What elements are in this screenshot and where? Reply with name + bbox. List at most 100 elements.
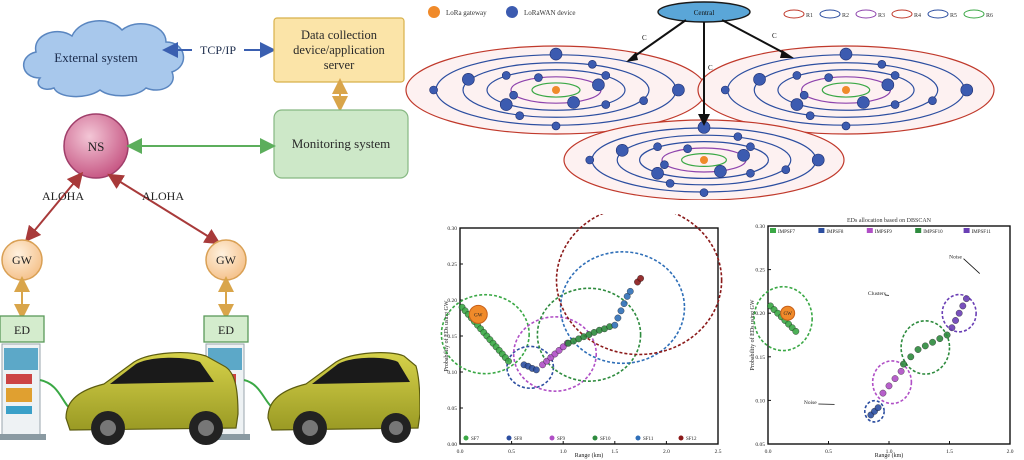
x-tick-label: 1.5 [946, 449, 953, 455]
topology-cluster [405, 45, 707, 135]
annotation-label: Noise [804, 400, 817, 406]
data-point [929, 338, 936, 346]
lorawan-device-icon [733, 132, 743, 141]
lorawan-device-icon [877, 59, 887, 69]
data-point [792, 327, 800, 335]
ring-legend-label: R4 [914, 13, 921, 19]
device-legend-icon [506, 6, 518, 18]
lorawan-device-icon [601, 100, 611, 109]
cluster-circle [871, 360, 913, 405]
data-point [879, 389, 887, 397]
gateway-marker [468, 304, 488, 324]
y-tick-label: 0.15 [447, 334, 457, 340]
lorawan-device-icon [857, 96, 870, 109]
x-axis-label: Range (km) [875, 452, 904, 459]
legend-label: IMPSF10 [923, 230, 943, 235]
legend-label: IMPSF7 [778, 230, 795, 235]
lorawan-device-icon [746, 168, 755, 178]
cluster-circle [863, 399, 885, 423]
lorawan-device-icon [588, 59, 597, 69]
cluster-circle [753, 285, 813, 352]
legend-label: IMPSF9 [875, 230, 892, 235]
x-tick-label: 1.5 [611, 449, 618, 455]
legend-swatch [963, 228, 970, 233]
legend-label: IMPSF8 [826, 230, 843, 235]
data-point [914, 346, 922, 353]
data-point [936, 335, 944, 343]
ns-label: NS [88, 139, 105, 154]
x-tick-label: 1.0 [560, 449, 567, 455]
annotation-label: Clusters [868, 291, 886, 297]
lorawan-device-icon [805, 111, 815, 121]
lora-gateway-icon [700, 156, 708, 164]
lorawan-device-icon [501, 71, 511, 80]
aloha-right-arrow [107, 173, 221, 245]
lorawan-device-icon [534, 73, 543, 82]
annotation-label: Noise [949, 255, 962, 261]
lorawan-device-icon [592, 78, 605, 92]
data-point [505, 357, 512, 365]
gw-right-label: GW [216, 253, 237, 267]
lorawan-device-icon [928, 96, 937, 105]
y-tick-label: 0.10 [755, 398, 765, 404]
lorawan-device-icon [509, 90, 518, 100]
x-tick-label: 2.0 [663, 449, 670, 455]
y-tick-label: 0.20 [447, 298, 457, 304]
legend-swatch [866, 228, 873, 233]
network-diagram: External system TCP/IP Data collection d… [0, 17, 420, 445]
lorawan-device-icon [824, 73, 833, 82]
x-tick-label: 2.5 [715, 449, 722, 455]
lorawan-device-icon [499, 98, 513, 111]
legend-label: SF12 [686, 437, 697, 442]
data-point [623, 293, 631, 300]
gateway-marker-label: GW [784, 312, 793, 317]
x-axis-label: Range (km) [575, 452, 604, 459]
central-label: Central [694, 9, 715, 17]
gateway-legend-icon [428, 6, 440, 18]
topology-cluster [697, 45, 995, 135]
legend-swatch [818, 228, 825, 233]
gateway-marker-label: GW [474, 313, 483, 318]
legend-swatch [506, 435, 512, 441]
data-point [907, 353, 915, 361]
lorawan-device-icon [881, 78, 895, 92]
arrow-label-left: C [642, 34, 647, 42]
lorawan-device-icon [515, 111, 524, 121]
topology-ring [681, 153, 728, 168]
ed-left-label: ED [14, 323, 30, 337]
lorawan-device-icon [753, 73, 766, 86]
car-right [267, 352, 420, 445]
topology-ring [821, 82, 871, 98]
aloha-left-arrow [24, 171, 84, 243]
ed-right-label: ED [218, 323, 234, 337]
legend-label: SF10 [600, 437, 611, 442]
lorawan-device-icon [781, 165, 791, 174]
data-point [637, 275, 645, 282]
lorawan-device-icon [549, 47, 563, 61]
ring-legend-swatch [891, 9, 913, 19]
lorawan-device-icon [462, 73, 475, 86]
lorawan-device-icon [960, 83, 974, 97]
data-point [948, 324, 956, 332]
lorawan-device-icon [567, 96, 580, 109]
lorawan-device-icon [790, 98, 804, 111]
lora-gateway-icon [552, 86, 560, 94]
tcpip-label: TCP/IP [200, 43, 236, 57]
lorawan-device-icon [890, 100, 900, 109]
lorawan-device-icon [699, 188, 709, 197]
ring-legend-label: R6 [986, 13, 993, 19]
legend-label: SF8 [514, 437, 523, 442]
data-point [959, 302, 967, 310]
ring-legend-label: R1 [806, 13, 813, 19]
legend-swatch [463, 435, 469, 441]
ring-legend-swatch [927, 9, 949, 19]
ring-legend-label: R5 [950, 13, 957, 19]
x-tick-label: 0.5 [508, 449, 515, 455]
lorawan-device-icon [720, 85, 730, 95]
legend-swatch [770, 228, 776, 233]
topology-ring [753, 62, 939, 118]
lorawan-device-icon [799, 90, 809, 100]
y-tick-label: 0.30 [755, 224, 765, 230]
